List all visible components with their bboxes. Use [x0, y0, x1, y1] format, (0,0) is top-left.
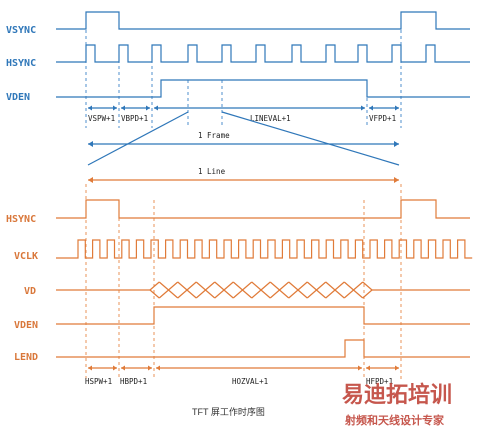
line-guides [85, 184, 402, 380]
vden-waveform-bottom [56, 306, 470, 325]
watermark-title: 易迪拓培训 [342, 382, 452, 408]
hfpd-annotation: HFPD+1 [366, 377, 393, 386]
lend-label: LEND [14, 352, 38, 363]
hsync-waveform-top [56, 44, 470, 63]
frame-timing-section: VSYNC HSYNC VDEN [6, 11, 470, 166]
vbpd-annotation: VBPD+1 [121, 114, 148, 123]
zoom-connector-right [221, 111, 400, 166]
vden-label-bottom: VDEN [14, 320, 38, 331]
hsync-label-bottom: HSYNC [6, 214, 36, 225]
hbpd-annotation: HBPD+1 [120, 377, 147, 386]
lineval-annotation: LINEVAL+1 [250, 114, 291, 123]
line-interval-arrows [88, 365, 399, 371]
vd-label: VD [24, 286, 36, 297]
vsync-waveform [56, 11, 470, 30]
vclk-label: VCLK [14, 251, 38, 262]
hsync-waveform-bottom [56, 199, 470, 219]
vfpd-annotation: VFPD+1 [369, 114, 396, 123]
diagram-caption: TFT 屏工作时序图 [192, 406, 265, 417]
hspw-annotation: HSPW+1 [85, 377, 112, 386]
lend-waveform [56, 339, 470, 358]
frame-annotation: 1 Frame [198, 131, 230, 140]
watermark-subtitle: 射频和天线设计专家 [344, 413, 445, 427]
hozval-annotation: HOZVAL+1 [232, 377, 268, 386]
vsync-label: VSYNC [6, 25, 36, 36]
watermark-logo: 易迪拓培训 射频和天线设计专家 [342, 382, 452, 427]
vden-label-top: VDEN [6, 92, 30, 103]
zoom-connector-left [87, 111, 189, 166]
line-annotation: 1 Line [198, 167, 226, 176]
hsync-label-top: HSYNC [6, 58, 36, 69]
frame-interval-arrows [88, 105, 399, 111]
line-timing-section: 1 Line HSYNC VCLK VD VDEN LEND [6, 167, 473, 386]
vspw-annotation: VSPW+1 [88, 114, 115, 123]
vd-waveform [56, 281, 470, 299]
vden-waveform-top [56, 79, 470, 98]
vclk-waveform [56, 239, 473, 259]
